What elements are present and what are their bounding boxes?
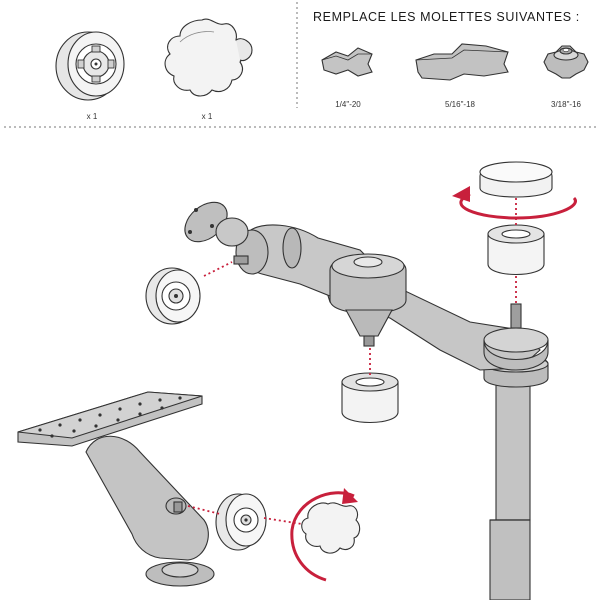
star-knob-icon: [164, 18, 253, 97]
wing-knob-large-size: 5/16"-18: [445, 100, 475, 109]
knob-insert-bottom: [215, 493, 267, 551]
star-knob-bottom: [301, 502, 361, 554]
threaded-stud-left: [233, 255, 249, 265]
knob-insert-right: [487, 224, 545, 276]
page-title: REMPLACE LES MOLETTES SUIVANTES :: [313, 10, 580, 24]
knob-insert-icon: [55, 31, 125, 101]
ball-mount-top: [184, 201, 249, 247]
wing-knob-small-icon: [321, 47, 373, 77]
rotation-arrow-bottom: [290, 488, 358, 582]
threaded-stud-right: [510, 303, 522, 329]
star-knob-small-icon: [543, 45, 589, 79]
vertical-divider: [296, 2, 298, 108]
horizontal-divider: [4, 126, 596, 128]
double-socket-arm: [235, 224, 549, 371]
rotation-arrow-top: [452, 186, 577, 220]
pole: [483, 354, 549, 600]
guide-line-bottom: [187, 505, 303, 525]
star-knob-small-size: 3/18"-16: [551, 100, 581, 109]
knob-insert-left: [145, 267, 201, 325]
knob-insert-center: [341, 372, 399, 424]
star-knob-top: [479, 161, 553, 198]
knob-insert-quantity: x 1: [86, 112, 98, 121]
assembly-diagram: [17, 161, 577, 600]
wing-knob-small-size: 1/4"-20: [335, 100, 361, 109]
guide-lines: [203, 198, 517, 378]
star-knob-quantity: x 1: [201, 112, 213, 121]
wing-knob-large-icon: [415, 43, 509, 81]
plate-mount: [17, 391, 215, 587]
